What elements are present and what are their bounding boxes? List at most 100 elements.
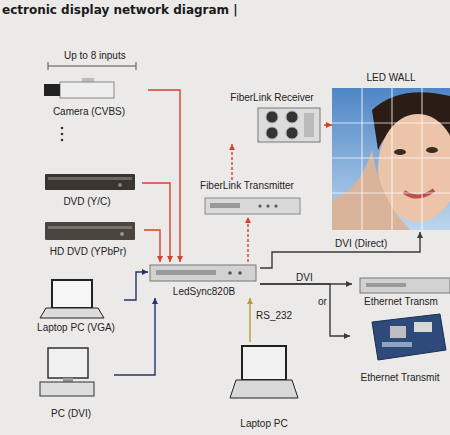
arrow-head — [152, 298, 158, 304]
laptop-base — [230, 380, 298, 398]
dot — [61, 127, 64, 130]
connector-line — [247, 217, 248, 262]
dvd-illustration — [45, 174, 135, 190]
receiver-port — [266, 111, 278, 123]
shoulder — [332, 150, 410, 230]
ethernet-box-body — [360, 278, 450, 293]
dvd-knob — [118, 183, 122, 187]
grid-line — [332, 192, 450, 193]
device-node: PC (DVI) — [28, 346, 114, 420]
connector — [247, 298, 253, 342]
ledsync-led — [228, 271, 232, 275]
receiver-panel — [304, 113, 314, 137]
camera-lens — [44, 84, 60, 96]
device-node: FiberLink Receiver — [220, 92, 324, 144]
board — [372, 314, 446, 360]
arrow-head — [177, 256, 183, 262]
ledsync-illustration — [150, 265, 256, 281]
hddvd-body — [45, 222, 135, 240]
device-label: FiberLink Receiver — [230, 92, 313, 104]
pc-monitor — [48, 348, 88, 378]
receiver-illustration — [258, 108, 320, 142]
device-label: Camera (CVBS) — [53, 106, 125, 118]
arrow-head — [247, 298, 253, 304]
camera-illustration — [44, 78, 114, 98]
hddvd-knob — [120, 232, 124, 236]
dot — [61, 139, 64, 142]
transmitter-led — [266, 204, 269, 207]
panel-grid — [332, 88, 450, 230]
grid-line — [421, 88, 422, 230]
chip — [390, 326, 406, 338]
device-label: DVD (Y/C) — [63, 196, 110, 208]
device-label: FiberLink Transmitter — [200, 180, 294, 192]
receiver-port — [286, 111, 298, 123]
edge-label: DVI — [296, 272, 313, 284]
ledsync-led — [238, 271, 242, 275]
transmitter-panel — [210, 203, 240, 208]
arrow-head — [344, 333, 350, 339]
ledsync-panel — [156, 270, 216, 275]
diagram-title: ectronic display network diagram | — [2, 3, 238, 17]
laptop-base — [40, 308, 104, 318]
device-node: FiberLink Transmitter — [190, 180, 304, 217]
device-node: Laptop PC — [226, 342, 302, 430]
dvd-strip — [48, 177, 132, 180]
device-node: DVD (Y/C) — [32, 170, 142, 208]
connector — [114, 298, 158, 375]
transmitter-illustration — [205, 198, 300, 214]
transmitter-body — [205, 198, 300, 214]
device-label: LED WALL — [366, 72, 415, 84]
laptop-illustration — [230, 346, 298, 398]
laptop-screen — [52, 280, 92, 308]
ethernet-box-panel — [366, 283, 406, 287]
device-label: Ethernet Transm — [364, 296, 438, 308]
arrow-head — [417, 232, 423, 238]
receiver-body — [258, 108, 320, 142]
device-label: LedSync820B — [173, 286, 235, 298]
arrow-head — [229, 144, 235, 150]
camera-mount — [82, 78, 94, 82]
dvd-body — [45, 174, 135, 190]
more-inputs-dots — [61, 127, 64, 142]
connector-line — [148, 90, 180, 262]
receiver-port — [286, 127, 298, 139]
edge-label: DVI (Direct) — [335, 238, 387, 250]
connector — [229, 144, 235, 180]
arrow-head — [167, 256, 173, 262]
arrow-head — [157, 256, 163, 262]
eye — [394, 149, 406, 155]
laptop-illustration — [40, 280, 104, 318]
connector-line — [142, 183, 170, 262]
eye — [426, 147, 438, 153]
device-node: LED WALL — [332, 72, 450, 232]
laptop-screen — [242, 346, 286, 380]
device-node: Ethernet Transmit — [350, 312, 450, 384]
connector-line — [114, 298, 155, 375]
ledsync-body — [150, 265, 256, 281]
connector — [144, 230, 163, 262]
hddvd-strip — [48, 226, 132, 229]
arrow-head — [346, 281, 352, 287]
device-node: HD DVD (YPbPr) — [32, 218, 144, 258]
edge-label: or — [318, 296, 327, 308]
device-node: Laptop PC (VGA) — [28, 276, 124, 334]
arrow-head — [326, 122, 332, 128]
grid-line — [361, 88, 362, 230]
ethernet-board-illustration — [372, 314, 446, 360]
pc-stand — [63, 378, 73, 382]
camera-body — [60, 82, 114, 98]
bracket-end — [48, 62, 49, 70]
connector-line — [249, 298, 250, 342]
port — [414, 322, 432, 332]
device-node: Ethernet Transm — [352, 275, 450, 308]
transmitter-led — [274, 204, 277, 207]
grid-line — [332, 157, 450, 158]
transmitter-led — [258, 204, 261, 207]
grid-line — [391, 88, 392, 230]
pc-case — [40, 382, 94, 396]
device-node: Camera (CVBS) — [30, 76, 148, 118]
connector — [124, 269, 148, 300]
device-node: LedSync820B — [148, 262, 260, 298]
